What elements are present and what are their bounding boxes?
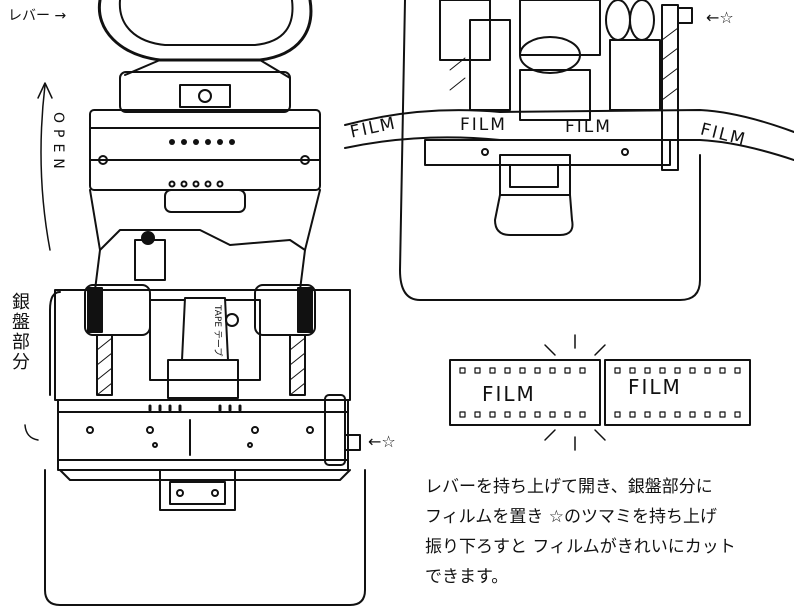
description-line: できます。 bbox=[425, 567, 509, 587]
star-knob-label-right: ←☆ bbox=[706, 8, 734, 27]
description-text: レバーを持ち上げて開き、銀盤部分に フィルムを置き ☆のツマミを持ち上げ 振り下… bbox=[425, 472, 785, 592]
film-label: FILM bbox=[565, 117, 612, 137]
open-label: OPEN bbox=[50, 112, 66, 175]
film-label: FILM bbox=[628, 375, 682, 399]
description-line: レバーを持ち上げて開き、銀盤部分に bbox=[425, 477, 713, 497]
splicer-open-view bbox=[24, 0, 366, 606]
star-knob-label-left: ←☆ bbox=[368, 432, 396, 451]
anvil-part-label: 銀盤部分 bbox=[9, 292, 30, 372]
tape-label: TAPE テープ bbox=[212, 305, 222, 357]
lever-label: レバー → bbox=[8, 8, 67, 24]
description-line: フィルムを置き ☆のツマミを持ち上げ bbox=[425, 507, 717, 527]
film-label: FILM bbox=[482, 382, 536, 406]
description-line: 振り下ろすと フィルムがきれいにカット bbox=[425, 537, 736, 557]
film-label: FILM bbox=[460, 115, 507, 135]
film-cut-diagram bbox=[449, 334, 751, 451]
splicer-closeup-view bbox=[344, 0, 794, 301]
